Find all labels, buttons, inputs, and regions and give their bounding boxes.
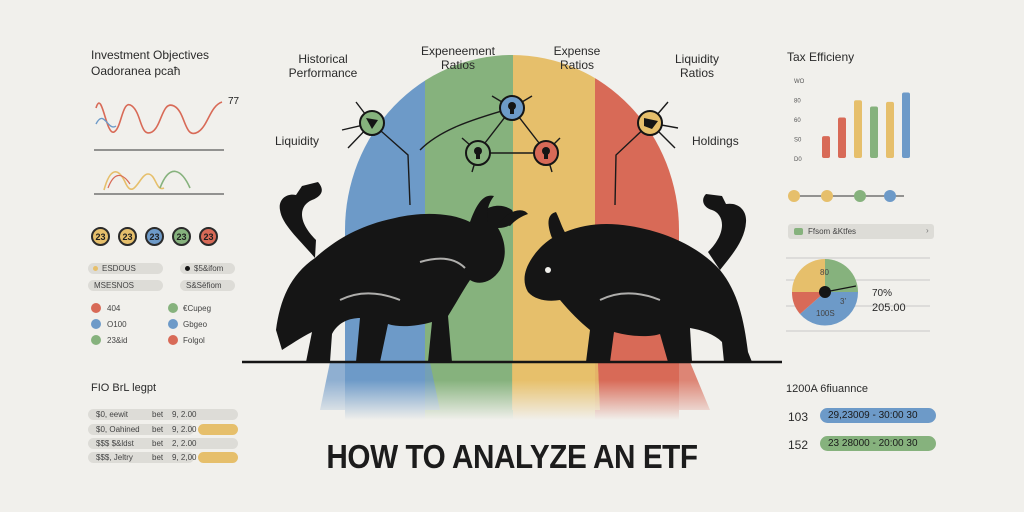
bar-2 xyxy=(838,117,846,158)
filter-search-text: Ffsom &Ktfes xyxy=(808,227,857,236)
table-cell-2a: $0, Oahined xyxy=(96,425,140,434)
timeline-dot-4 xyxy=(884,190,896,202)
left-chart-value: 77 xyxy=(228,96,240,107)
y-tick-label: D0 xyxy=(794,157,802,163)
label-expense-ratios-left: Expeneement Ratios xyxy=(420,44,496,72)
bar-6 xyxy=(902,92,910,158)
legend-label-6: Folgol xyxy=(183,336,205,345)
table-row-4[interactable] xyxy=(88,452,194,463)
tag-label-1: ESDOUS xyxy=(102,264,136,273)
label-holdings: Holdings xyxy=(692,134,739,148)
tag-pill-2[interactable] xyxy=(180,263,235,274)
tag-pill-4[interactable] xyxy=(180,280,235,291)
range-row-1-pill[interactable] xyxy=(820,408,936,423)
badge-3: 23 xyxy=(145,227,164,246)
table-cell-4c: 9, 2,00 xyxy=(172,453,197,462)
legend-label-4: €Cupeg xyxy=(183,304,212,313)
left-line-chart xyxy=(94,101,224,195)
legend-dot-1 xyxy=(91,303,101,313)
pie-label-top: 80 xyxy=(820,268,829,277)
label-liquidity-ratios: Liquidity Ratios xyxy=(674,52,720,80)
legend-dot-4 xyxy=(168,303,178,313)
timeline-dot-1 xyxy=(788,190,800,202)
y-tick-label: WO xyxy=(794,79,805,85)
badge-5: 23 xyxy=(199,227,218,246)
badge-1: 23 xyxy=(91,227,110,246)
tag-value-2: S&Sēfiom xyxy=(186,281,222,290)
left-heading: Investment Objectives xyxy=(91,48,210,62)
page-title: HOW TO ANALYZE AN ETF xyxy=(326,438,698,475)
right-bottom-heading: 1200A 6fiuannce xyxy=(786,383,868,395)
chevron-right-icon: › xyxy=(926,226,929,235)
label-liquidity: Liquidity xyxy=(275,134,320,148)
range-row-2-text: 23 28000 - 20:00 30 xyxy=(828,438,918,449)
pie-label-bottom: 100S xyxy=(816,309,835,318)
legend-label-2: O100 xyxy=(107,320,127,329)
table-cell-1a: $0, eewit xyxy=(96,410,129,419)
left-bottom-heading: FIO BrL legpt xyxy=(91,382,157,394)
pie-value: 205.00 xyxy=(872,302,906,314)
tag-dot-1 xyxy=(93,266,98,271)
table-row-3[interactable] xyxy=(88,438,238,449)
bar-3 xyxy=(854,100,862,158)
filter-search-bar[interactable] xyxy=(788,224,934,239)
badge-4: 23 xyxy=(172,227,191,246)
filter-icon xyxy=(794,228,803,235)
tag-pill-1[interactable] xyxy=(88,263,163,274)
table-row-2-bar xyxy=(198,424,238,435)
tag-pill-3[interactable] xyxy=(88,280,163,291)
tag-label-2: MSESNOS xyxy=(94,281,135,290)
range-row-1-text: 29,23009 - 30:00 30 xyxy=(828,410,918,421)
bar-5 xyxy=(886,101,894,158)
tag-dot-2 xyxy=(185,266,190,271)
tag-value-1: $5&ifom xyxy=(194,264,224,273)
table-cell-4b: bet xyxy=(152,453,164,462)
pie-label-mid: 3’ xyxy=(840,297,847,306)
legend-label-3: 23&id xyxy=(107,336,128,345)
table-row-2[interactable] xyxy=(88,424,194,435)
legend-dot-6 xyxy=(168,335,178,345)
label-expense-ratios-right: Expense Ratios xyxy=(553,44,601,72)
badge-2: 23 xyxy=(118,227,137,246)
legend-dot-2 xyxy=(91,319,101,329)
table-cell-1c: 9, 2.00 xyxy=(172,410,197,419)
legend-dot-5 xyxy=(168,319,178,329)
table-cell-2c: 9, 2.00 xyxy=(172,425,197,434)
bear-silhouette xyxy=(524,194,752,362)
legend-label-1: 404 xyxy=(107,304,121,313)
table-cell-1b: bet xyxy=(152,410,164,419)
table-cell-4a: $$$, Jeltry xyxy=(96,453,133,462)
label-historical-performance: Historical Performance xyxy=(288,52,358,80)
table-cell-3a: $$$ $&ldst xyxy=(96,439,134,448)
bull-silhouette xyxy=(276,182,528,362)
y-tick-label: S0 xyxy=(794,138,802,144)
range-row-2-number: 152 xyxy=(788,438,809,452)
pie-percent: 70% xyxy=(872,288,893,299)
range-row-2-pill[interactable] xyxy=(820,436,936,451)
table-row-4-bar xyxy=(198,452,238,463)
right-heading: Tax Efficieny xyxy=(787,50,855,64)
table-cell-2b: bet xyxy=(152,425,164,434)
legend-dot-3 xyxy=(91,335,101,345)
table-cell-3b: bet xyxy=(152,439,164,448)
bar-1 xyxy=(822,136,830,158)
legend-label-5: Gbgeo xyxy=(183,320,208,329)
timeline-dot-2 xyxy=(821,190,833,202)
range-row-1-number: 103 xyxy=(788,410,809,424)
timeline-dot-3 xyxy=(854,190,866,202)
table-row-1[interactable] xyxy=(88,409,238,420)
y-tick-label: 60 xyxy=(794,118,801,124)
y-tick-label: 80 xyxy=(794,99,801,105)
bar-4 xyxy=(870,106,878,158)
allocation-pie xyxy=(786,257,930,332)
dot-timeline xyxy=(788,190,904,202)
table-cell-3c: 2, 2.00 xyxy=(172,439,197,448)
left-subheading: Oadoranea pcaħ xyxy=(91,64,181,78)
